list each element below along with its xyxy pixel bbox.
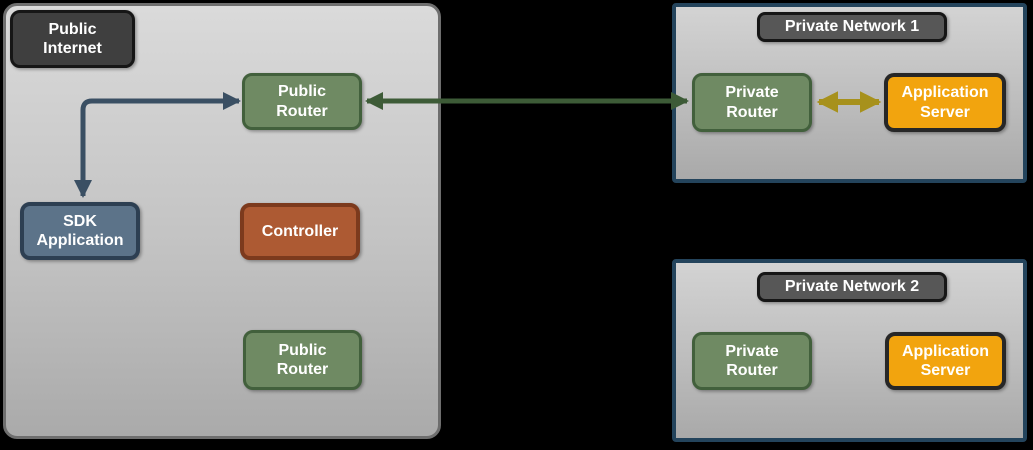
application-server-1-node: Application Server bbox=[884, 73, 1006, 132]
private-network-1-title: Private Network 1 bbox=[757, 12, 947, 42]
private-router-1-node: Private Router bbox=[692, 73, 812, 132]
public-router-top-node: Public Router bbox=[242, 73, 362, 130]
application-server-2-node: Application Server bbox=[885, 332, 1006, 390]
public-router-bottom-node: Public Router bbox=[243, 330, 362, 390]
private-network-2-title: Private Network 2 bbox=[757, 272, 947, 302]
private-router-2-node: Private Router bbox=[692, 332, 812, 390]
sdk-application-node: SDK Application bbox=[20, 202, 140, 260]
public-internet-label: Public Internet bbox=[10, 10, 135, 68]
controller-node: Controller bbox=[240, 203, 360, 260]
